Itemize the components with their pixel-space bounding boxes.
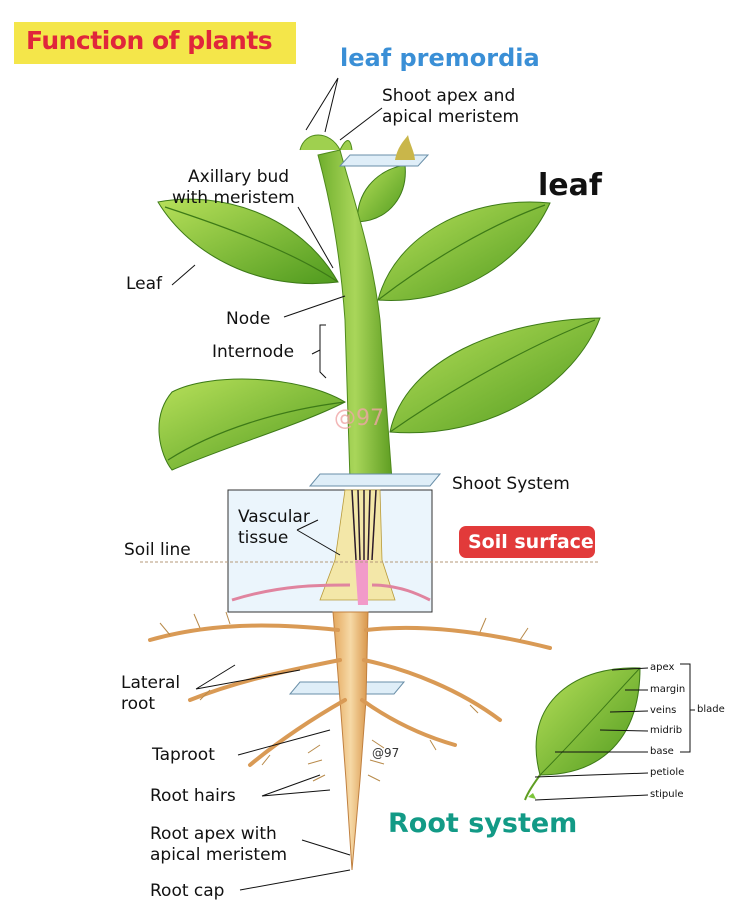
- cross-section-box: [140, 489, 600, 613]
- root-apex-label-2: apical meristem: [150, 845, 288, 865]
- leaf-part-veins: veins: [650, 705, 677, 716]
- vascular-label-2: tissue: [238, 528, 289, 548]
- axillary-bud-label-2: with meristem: [172, 188, 295, 208]
- leaf-parts-illustration: [524, 667, 641, 801]
- leaf-heading: leaf: [538, 168, 602, 203]
- leaf-part-midrib: midrib: [650, 725, 683, 736]
- leaf-lower-right: [389, 317, 601, 434]
- leaf-part-margin: margin: [650, 684, 686, 695]
- root-cap-label: Root cap: [150, 881, 225, 901]
- section-planes: [288, 135, 442, 695]
- leaf-part-blade: blade: [697, 704, 725, 715]
- axillary-bud-label-1: Axillary bud: [188, 167, 290, 187]
- leaf-part-stipule: stipule: [650, 789, 684, 800]
- shoot-apex-label-2: apical meristem: [382, 107, 520, 127]
- leaf-label: Leaf: [126, 274, 163, 294]
- watermark-root: @97: [372, 746, 400, 760]
- soil-line-label: Soil line: [124, 540, 191, 560]
- soil-surface-badge: [459, 526, 595, 558]
- node-label: Node: [226, 309, 271, 329]
- shoot-apex-label-1: Shoot apex and: [382, 86, 516, 106]
- watermark-center: @97: [334, 406, 384, 431]
- leaf-upper-right: [377, 201, 551, 301]
- leaf-lower-left: [158, 378, 347, 471]
- lateral-root-label-2: root: [121, 694, 156, 714]
- root-hairs-label: Root hairs: [150, 786, 236, 806]
- leaf-part-base: base: [650, 746, 674, 757]
- leaf-top-small: [357, 164, 406, 223]
- internode-label: Internode: [212, 342, 295, 362]
- vascular-label-1: Vascular: [238, 507, 310, 527]
- leader-lines: [171, 77, 695, 891]
- lateral-root-label-1: Lateral: [121, 673, 181, 693]
- leaf-upper-left: [157, 198, 339, 285]
- root-apex-label-1: Root apex with: [150, 824, 277, 844]
- taproot-label: Taproot: [152, 745, 215, 765]
- root-system-art: [148, 611, 552, 871]
- page-title: Function of plants: [26, 26, 273, 55]
- leaf-part-apex: apex: [650, 662, 675, 673]
- shoot-system-label: Shoot System: [452, 474, 570, 494]
- title-banner: [14, 22, 296, 64]
- leaf-premordia-label: leaf premordia: [340, 44, 540, 72]
- stem: [299, 134, 393, 481]
- soil-surface-label: Soil surface: [468, 531, 594, 553]
- root-system-label: Root system: [388, 808, 578, 839]
- leaf-part-petiole: petiole: [650, 767, 685, 778]
